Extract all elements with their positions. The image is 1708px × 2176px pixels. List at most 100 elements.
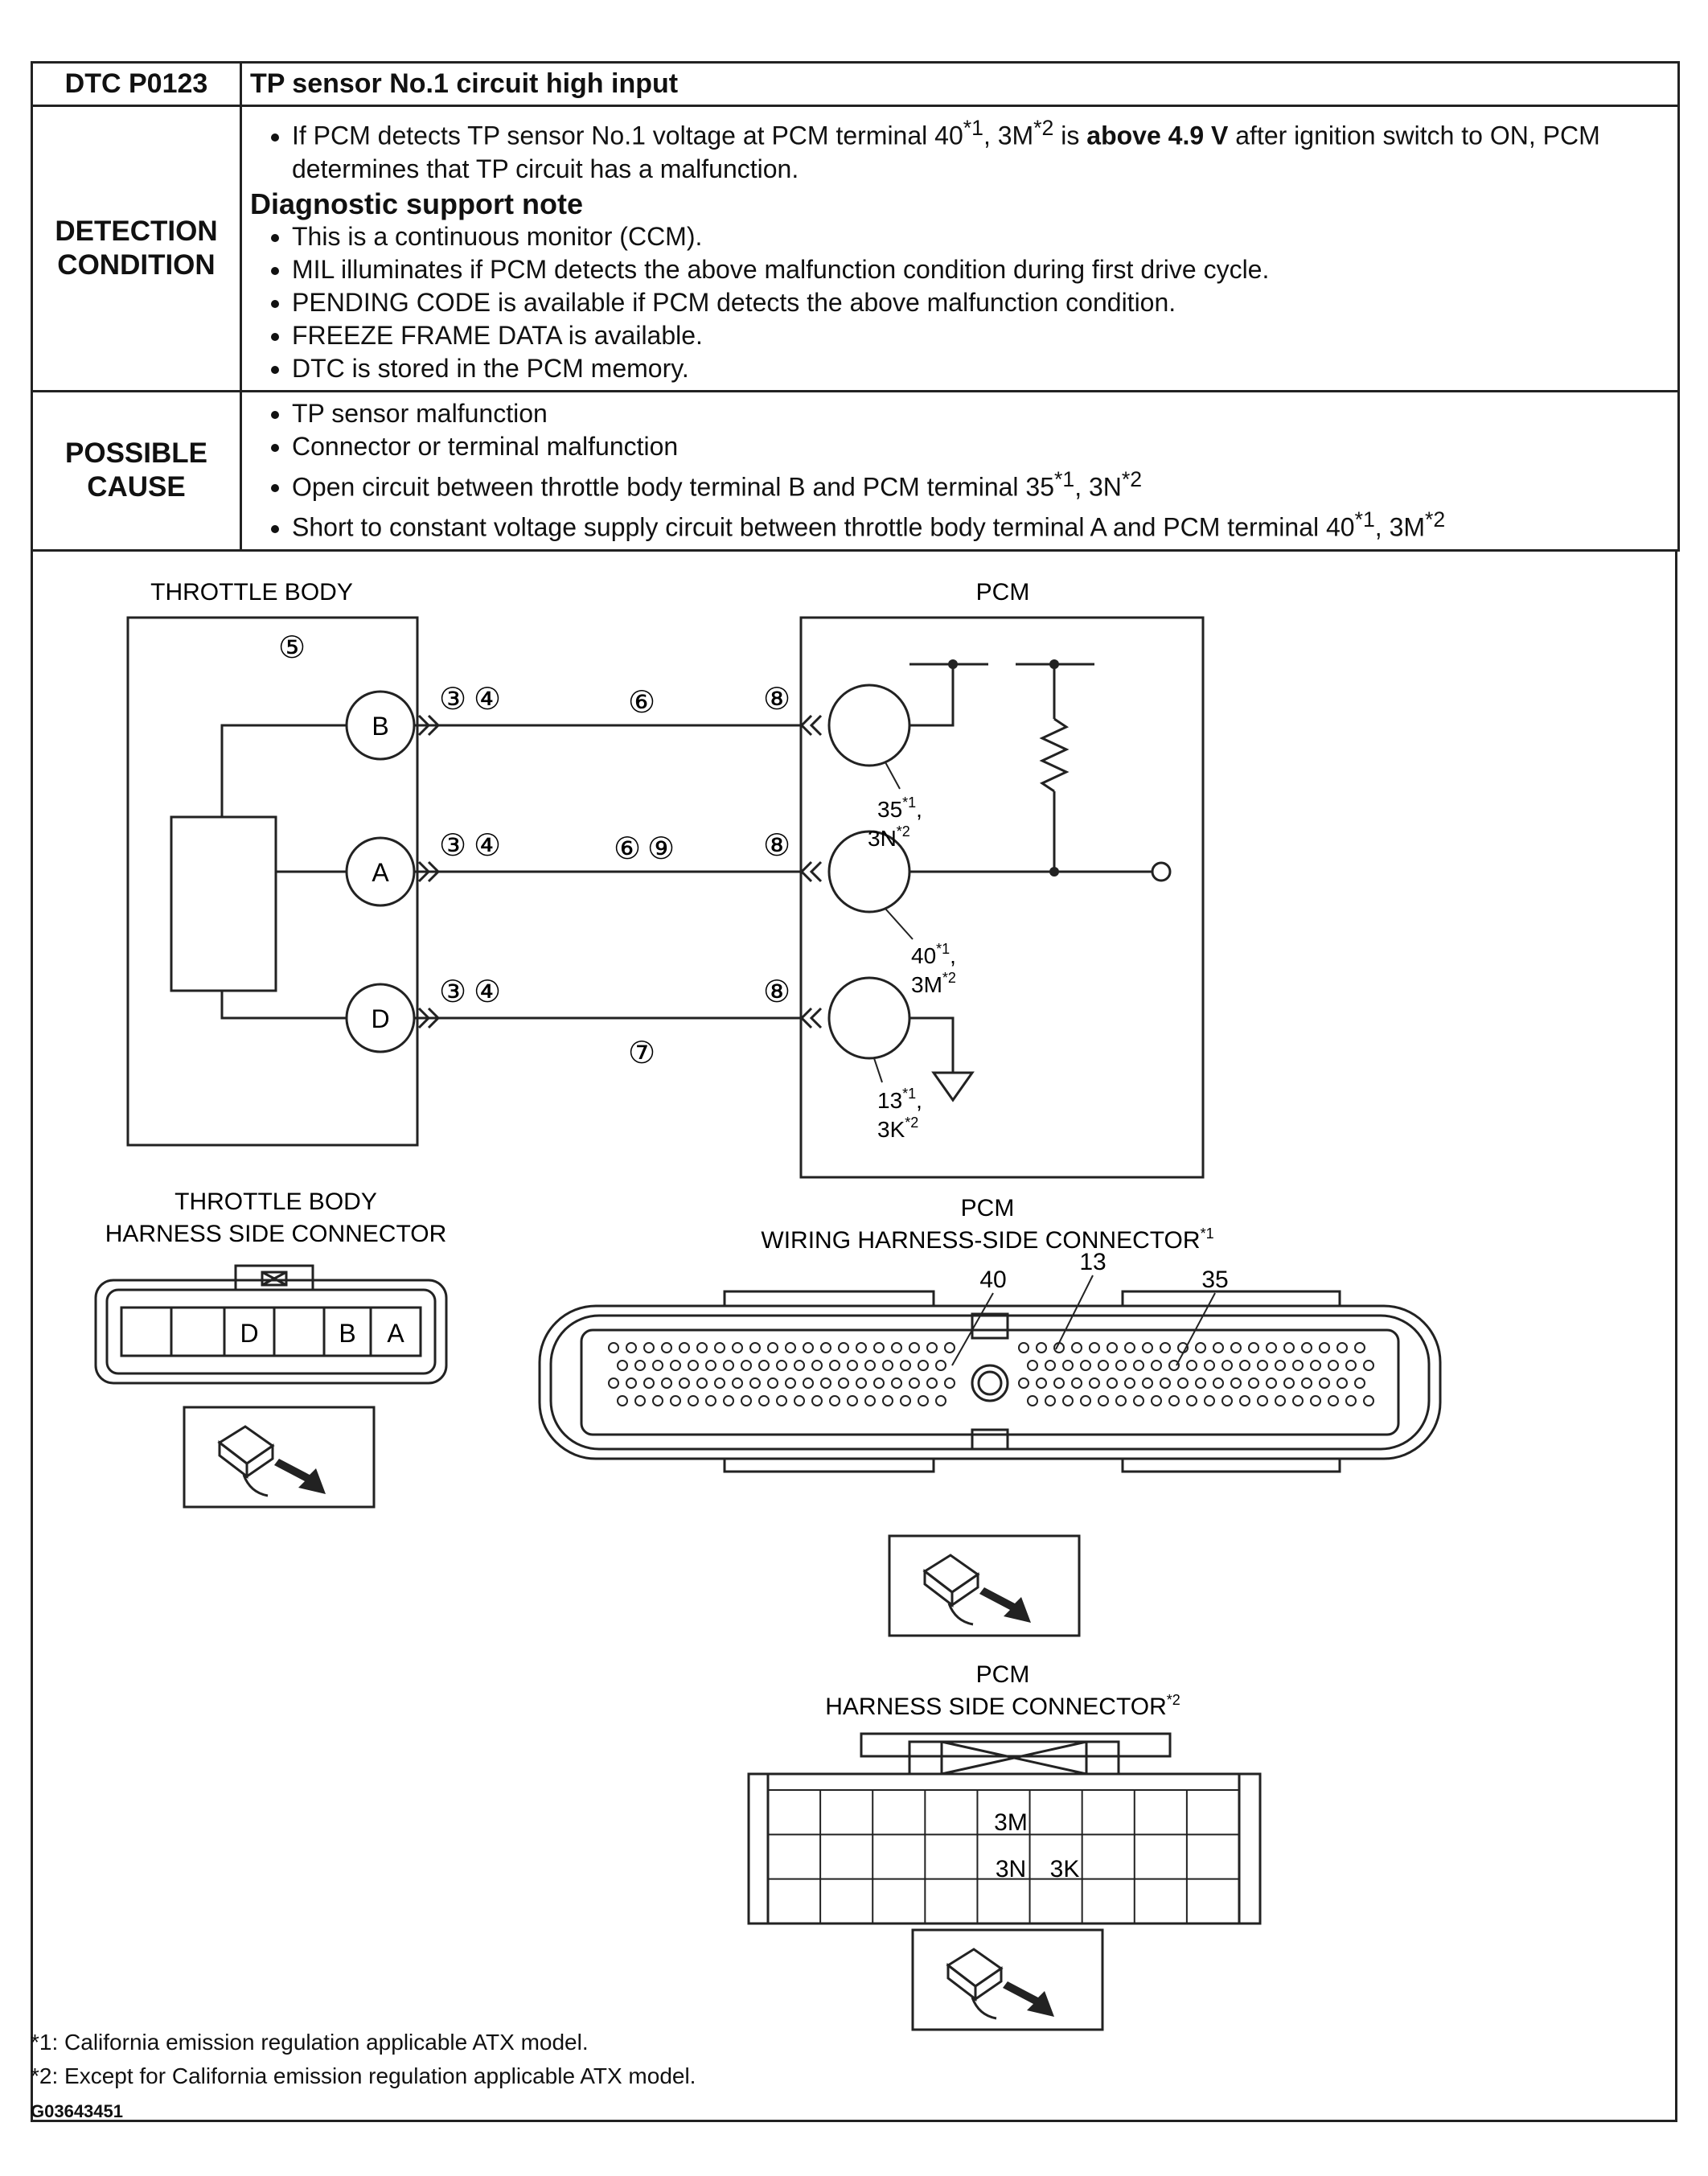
connector-pin-hole bbox=[1107, 1341, 1118, 1353]
pcm-connector2-cell-grid bbox=[768, 1788, 1239, 1924]
connector-pin-hole bbox=[1213, 1341, 1224, 1353]
connector-pin-hole bbox=[1098, 1359, 1109, 1371]
connector-pin-hole bbox=[794, 1359, 805, 1371]
connector-pin-hole bbox=[1354, 1341, 1365, 1353]
pin-13-leader bbox=[873, 1057, 883, 1083]
connector-pin-hole bbox=[1186, 1359, 1197, 1371]
detection-row: DETECTION CONDITION If PCM detects TP se… bbox=[31, 105, 1680, 392]
connector-pin-hole bbox=[1266, 1377, 1277, 1389]
connector-pin-hole bbox=[1230, 1377, 1242, 1389]
connector-pin-hole bbox=[864, 1359, 876, 1371]
callout-3-d: ③ bbox=[439, 975, 466, 1009]
dtc-page: DTC P0123 TP sensor No.1 circuit high in… bbox=[31, 61, 1680, 2122]
dtc-table: DTC P0123 TP sensor No.1 circuit high in… bbox=[31, 61, 1680, 552]
connector-pin-hole bbox=[767, 1341, 778, 1353]
connector-pin-hole bbox=[838, 1377, 849, 1389]
connector-pin-hole bbox=[723, 1359, 734, 1371]
cause-row: POSSIBLE CAUSE TP sensor malfunction Con… bbox=[31, 389, 1680, 552]
connector-pin-hole bbox=[1266, 1341, 1277, 1353]
connector-pin-hole bbox=[811, 1394, 823, 1406]
pin-35-text: 35*1, bbox=[877, 794, 922, 822]
connector-pin-hole bbox=[1292, 1359, 1304, 1371]
signal-output-terminal bbox=[1151, 861, 1172, 882]
connector-pin-hole bbox=[688, 1359, 699, 1371]
detection-intro-list: If PCM detects TP sensor No.1 voltage at… bbox=[250, 112, 1669, 186]
note-item: This is a continuous monitor (CCM). bbox=[292, 220, 1669, 253]
pin-3k-num: 3K bbox=[877, 1117, 905, 1142]
connector-pin-hole bbox=[741, 1359, 752, 1371]
connector-pin-hole bbox=[1071, 1341, 1082, 1353]
diagram-panel: THROTTLE BODY PCM ⑤ B A D bbox=[31, 551, 1677, 2122]
callout-4-d: ④ bbox=[474, 975, 501, 1009]
intro-threshold: above 4.9 V bbox=[1086, 121, 1229, 150]
connector-pin-hole bbox=[652, 1359, 663, 1371]
connector-pin-hole bbox=[944, 1341, 955, 1353]
connector-pin-hole bbox=[873, 1377, 885, 1389]
connector-pin-hole bbox=[1221, 1394, 1233, 1406]
note-item: FREEZE FRAME DATA is available. bbox=[292, 319, 1669, 352]
connector-pin-hole bbox=[794, 1394, 805, 1406]
connector-pin-hole bbox=[758, 1359, 770, 1371]
connector-pin-hole bbox=[785, 1341, 796, 1353]
cause-item3-text: Open circuit between throttle body termi… bbox=[292, 472, 1055, 502]
connector-pin-hole bbox=[1177, 1377, 1189, 1389]
detection-label-line1: DETECTION bbox=[55, 215, 218, 247]
footnote-2: *2: Except for California emission regul… bbox=[31, 2063, 696, 2088]
connector-pin-hole bbox=[749, 1341, 761, 1353]
connector-pin-hole bbox=[741, 1394, 752, 1406]
pcm-label: PCM bbox=[976, 579, 1030, 606]
junction-dot-3 bbox=[1049, 866, 1059, 877]
connector-pin-hole bbox=[891, 1341, 902, 1353]
connector-pin-hole bbox=[1151, 1359, 1162, 1371]
tb-connector-title-1: THROTTLE BODY bbox=[174, 1189, 377, 1215]
note-item: MIL illuminates if PCM detects the above… bbox=[292, 253, 1669, 286]
tb-cell-b: B bbox=[339, 1319, 355, 1348]
pin-3n-sup: *2 bbox=[897, 823, 910, 840]
connector-pin-hole bbox=[696, 1341, 708, 1353]
connector-pin-hole bbox=[1275, 1394, 1286, 1406]
note-heading: Diagnostic support note bbox=[250, 187, 583, 220]
junction-dot-2 bbox=[1049, 659, 1059, 669]
connector-pin-hole bbox=[732, 1377, 743, 1389]
connector-pin-hole bbox=[1071, 1377, 1082, 1389]
connector-pin-hole bbox=[1345, 1359, 1357, 1371]
pcm-connector2-cell-3n: 3N bbox=[996, 1856, 1026, 1882]
connector-pin-hole bbox=[679, 1377, 690, 1389]
connector-pin-hole bbox=[661, 1377, 672, 1389]
sensor-wire-d bbox=[220, 990, 347, 1020]
connector-pin-hole bbox=[891, 1377, 902, 1389]
connector-pin-hole bbox=[1301, 1341, 1312, 1353]
connector-pin-hole bbox=[714, 1341, 725, 1353]
connector-pin-hole bbox=[776, 1359, 787, 1371]
connector-pin-hole bbox=[1336, 1377, 1348, 1389]
connector-pin-hole bbox=[1045, 1359, 1056, 1371]
connector-pin-hole bbox=[1230, 1341, 1242, 1353]
connector-pin-hole bbox=[679, 1341, 690, 1353]
connector-pin-hole bbox=[617, 1359, 628, 1371]
cause-item: Open circuit between throttle body termi… bbox=[292, 463, 1669, 504]
pin-40-num: 40 bbox=[911, 943, 936, 968]
connector-pin-hole bbox=[1275, 1359, 1286, 1371]
pin-3m-num: 3M bbox=[911, 972, 942, 997]
pin-3k-sup: *2 bbox=[905, 1115, 918, 1131]
pin-3k-text: 3K*2 bbox=[877, 1115, 918, 1142]
connector-pin-hole bbox=[1045, 1394, 1056, 1406]
connector-pin-hole bbox=[1345, 1394, 1357, 1406]
callout-6-a: ⑥ bbox=[614, 832, 641, 866]
cause-label-line1: POSSIBLE bbox=[65, 437, 207, 470]
intro-text-1: If PCM detects TP sensor No.1 voltage at… bbox=[292, 121, 963, 150]
callout-5: ⑤ bbox=[278, 631, 306, 665]
connector-pin-hole bbox=[803, 1341, 814, 1353]
connector-pin-hole bbox=[864, 1394, 876, 1406]
tp-sensor-element bbox=[170, 815, 277, 992]
connector-pin-hole bbox=[1142, 1341, 1153, 1353]
detection-content: If PCM detects TP sensor No.1 voltage at… bbox=[240, 105, 1680, 392]
connector-pin-hole bbox=[847, 1394, 858, 1406]
pin-35-num: 35 bbox=[877, 797, 902, 822]
connector-pin-hole bbox=[1018, 1377, 1029, 1389]
tb-connector-marks bbox=[417, 714, 823, 1029]
pcm-connector1-sup: *1 bbox=[1201, 1226, 1214, 1242]
connector-pin-hole bbox=[1115, 1394, 1127, 1406]
connector-pin-hole bbox=[900, 1359, 911, 1371]
junction-dot-1 bbox=[948, 659, 958, 669]
